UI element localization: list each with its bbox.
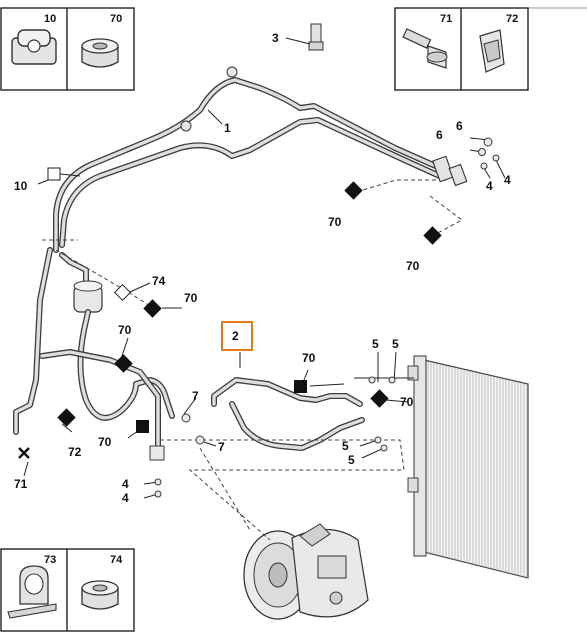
marker-black (143, 299, 162, 318)
callout-72: 72 (68, 445, 82, 459)
marker-black (294, 380, 307, 393)
compressor (243, 523, 369, 620)
callout-2: 2 (232, 329, 239, 343)
leader-lines (23, 37, 506, 499)
inset-ref-71: 71 (440, 13, 452, 25)
callout-70: 70 (400, 395, 414, 409)
marker-black (344, 181, 363, 200)
callout-5: 5 (392, 337, 399, 351)
callout-70: 70 (406, 259, 420, 273)
inset-box-bottom-left: 73 74 (0, 548, 135, 632)
callout-70: 70 (184, 291, 198, 305)
callout-7: 7 (192, 389, 199, 403)
small-parts (149, 137, 500, 498)
marker-black (423, 226, 442, 245)
pipe-left-vertical (13, 247, 89, 435)
marker-black (57, 408, 76, 427)
dashed-guides (42, 179, 463, 541)
marker-hollow (114, 284, 131, 301)
marker-black (370, 389, 389, 408)
callout-6: 6 (436, 128, 443, 142)
highlight-frame (221, 321, 253, 351)
pipe-hose-loop (39, 309, 175, 453)
callout-3: 3 (272, 31, 279, 45)
inset-box-top-left: 10 70 (0, 7, 135, 91)
clip-icon (479, 29, 505, 73)
callout-4: 4 (504, 173, 511, 187)
callout-71: 71 (14, 477, 28, 491)
callout-70: 70 (302, 351, 316, 365)
service-valve (226, 66, 238, 78)
pressure-sensor (308, 23, 324, 51)
receiver-dryer (73, 280, 103, 313)
pipe-1 (53, 77, 447, 253)
callout-70: 70 (118, 323, 132, 337)
marker-cross (18, 447, 30, 459)
callout-70: 70 (98, 435, 112, 449)
inset-ref-70: 70 (110, 13, 122, 25)
callout-labels: 3 1 6 6 4 4 10 70 70 74 70 70 2 70 5 5 7… (14, 31, 511, 505)
markers-hollow (47, 167, 131, 301)
inset-box-top-right: 71 72 (394, 7, 529, 91)
inset-ref-10: 10 (44, 13, 56, 25)
marker-black (114, 354, 133, 373)
pipe-clip-icon (11, 29, 57, 65)
callout-5: 5 (342, 439, 349, 453)
inset-ref-72: 72 (506, 13, 518, 25)
callout-4: 4 (486, 179, 493, 193)
callout-4: 4 (122, 477, 129, 491)
callout-70: 70 (328, 215, 342, 229)
callout-5: 5 (348, 453, 355, 467)
markers (18, 181, 442, 459)
marker-hollow (47, 167, 61, 181)
marker-black (136, 420, 149, 433)
callout-1: 1 (224, 121, 231, 135)
callout-74: 74 (152, 274, 166, 288)
inset-ref-74: 74 (110, 554, 123, 566)
inset-ref-73: 73 (44, 554, 56, 566)
service-valve (180, 120, 192, 132)
callout-5: 5 (372, 337, 379, 351)
cap-nut-icon (81, 38, 119, 68)
bolt-icon (402, 28, 448, 69)
bracket-icon (7, 565, 57, 619)
pipe-2 (211, 377, 365, 451)
callout-10: 10 (14, 179, 28, 193)
callout-6: 6 (456, 119, 463, 133)
cap-nut-icon (81, 580, 119, 610)
condenser (407, 355, 529, 579)
callout-7: 7 (218, 440, 225, 454)
pipe-1-connector (431, 155, 468, 187)
callout-4: 4 (122, 491, 129, 505)
